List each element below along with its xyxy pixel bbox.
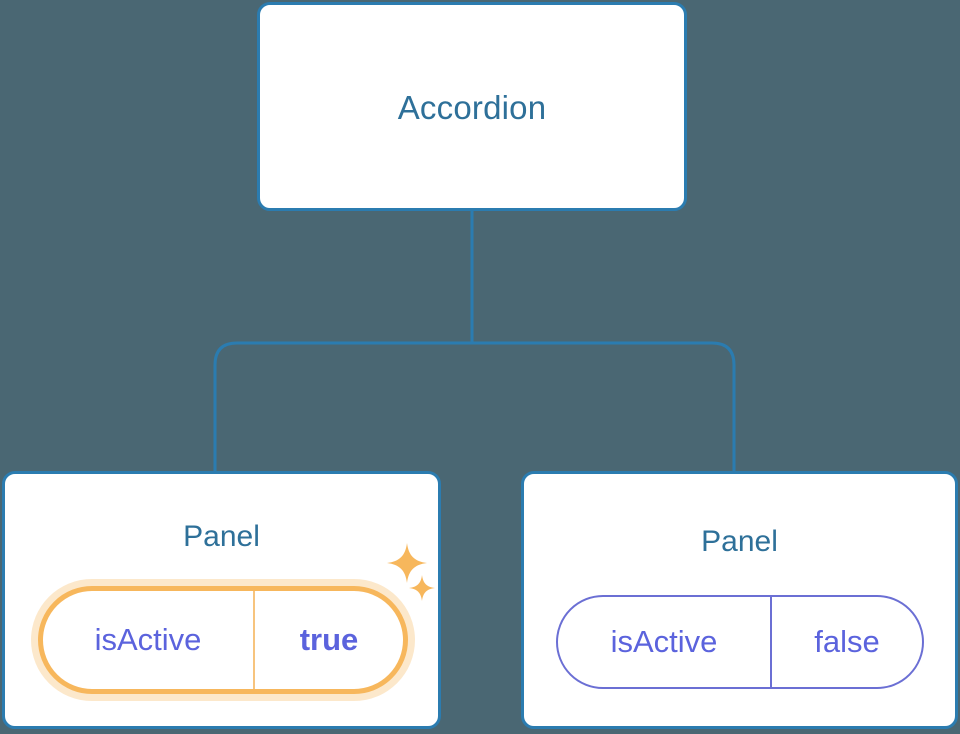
node-title: Panel: [701, 525, 778, 558]
node-accordion[interactable]: Accordion: [257, 2, 687, 211]
node-title: Panel: [183, 520, 260, 553]
node-title: Accordion: [397, 89, 547, 126]
prop-pill-isactive-false[interactable]: isActive false: [556, 595, 924, 689]
prop-value: true: [299, 622, 359, 657]
prop-key: isActive: [43, 591, 255, 689]
connector-branch-right: [472, 341, 736, 471]
prop-value: false: [814, 624, 880, 659]
connector-branch-left: [213, 341, 472, 471]
prop-pill-isactive-true[interactable]: isActive true: [38, 586, 408, 694]
prop-key: isActive: [558, 597, 772, 687]
